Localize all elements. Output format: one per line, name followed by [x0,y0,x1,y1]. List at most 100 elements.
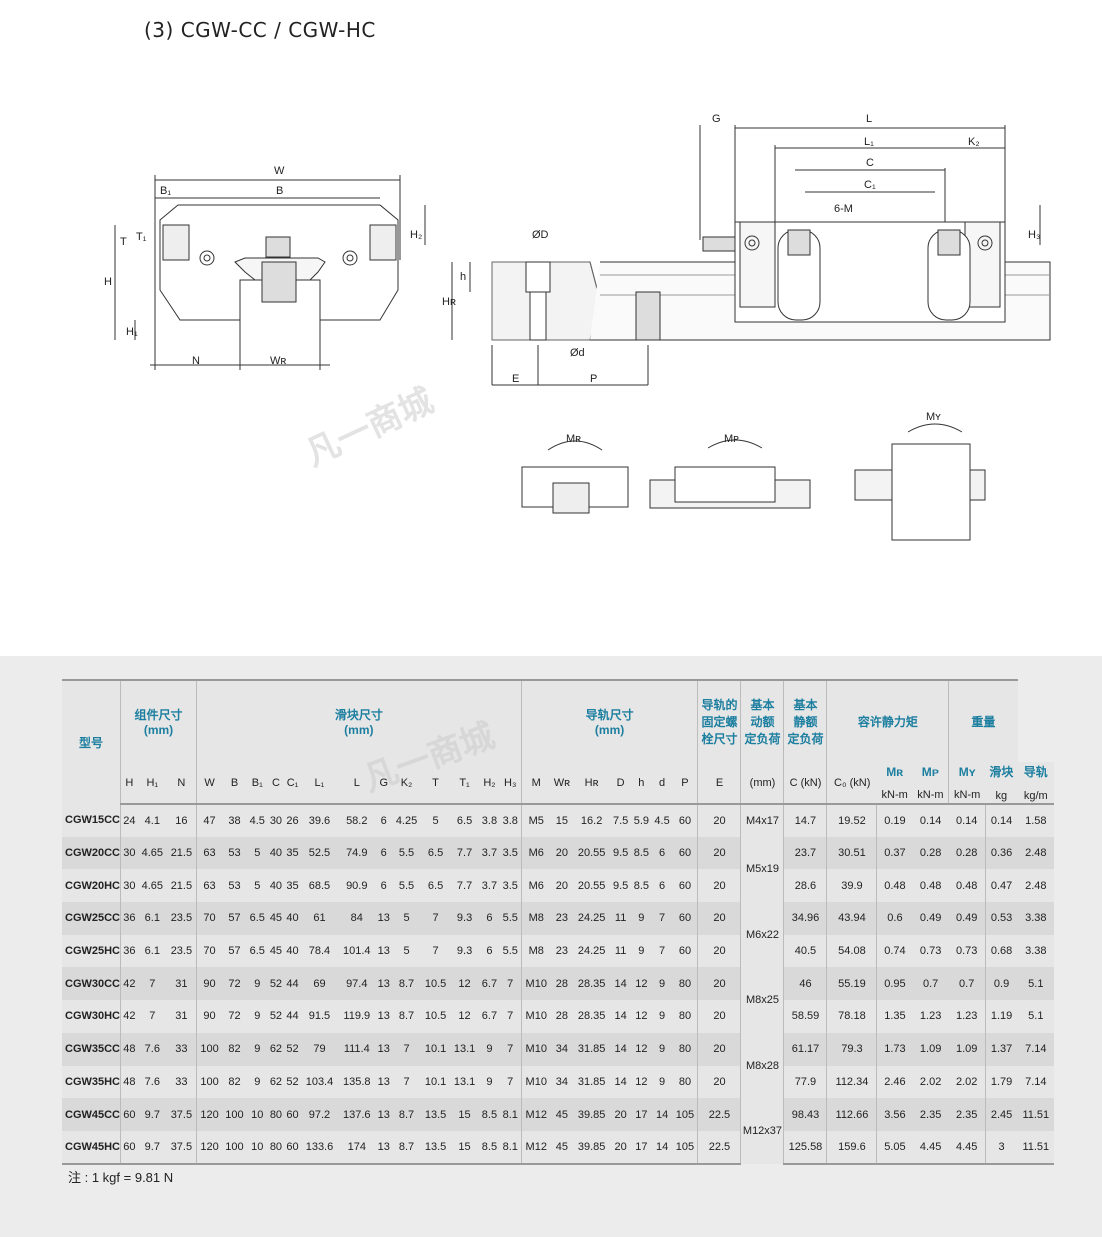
value-cell: 52 [284,1065,301,1099]
value-cell: 28.35 [572,1000,611,1033]
value-cell: 28 [550,1000,573,1033]
value-cell: 6.5 [246,934,268,968]
value-cell: 6 [375,869,393,903]
model-cell: CGW35HC [62,1065,121,1099]
value-cell: 54.08 [826,934,877,968]
value-cell: 17 [631,1130,652,1165]
value-cell: 7 [651,934,673,968]
value-cell: 35 [284,869,301,903]
value-cell: 4.45 [912,1130,949,1165]
value-cell: 9 [651,967,673,1001]
weight-header: 重量 [948,679,1018,762]
value-cell: 7 [392,1032,422,1066]
svg-text:N: N [192,355,200,367]
value-cell: 137.6 [338,1098,376,1131]
value-cell: 13 [375,967,393,1001]
value-cell: 23 [550,902,573,935]
value-cell: 6.7 [479,967,500,1001]
value-cell: 31 [166,1000,197,1033]
model-cell: CGW35CC [62,1032,121,1066]
static-load-header: 基本 静额 定负荷 [783,679,827,762]
value-cell: 16 [166,804,197,837]
value-cell: 52.5 [300,836,339,870]
value-cell: 5.5 [392,869,422,903]
value-cell: 69 [300,967,339,1001]
model-cell: CGW25HC [62,934,121,968]
value-cell: M8 [520,902,551,935]
value-cell: 0.48 [912,869,949,903]
value-cell: 2.35 [948,1098,986,1131]
value-cell: M6 [520,836,551,870]
column-header: G [375,762,393,805]
value-cell: 28 [550,967,573,1001]
value-cell: 21.5 [166,869,197,903]
value-cell: 20 [697,902,741,935]
value-cell: 1.73 [876,1032,913,1066]
value-cell: 7.5 [610,804,631,837]
column-header: Hʀ [572,762,611,805]
value-cell: 12 [631,1065,652,1099]
value-cell: 28.6 [783,869,827,903]
column-header: C [267,762,285,805]
value-cell: 28.35 [572,967,611,1001]
value-cell: 11.51 [1017,1130,1054,1165]
col-model-header: 型号 [62,679,121,804]
value-cell: 39.85 [572,1098,611,1131]
value-cell: 7 [499,1065,522,1099]
value-cell: 91.5 [300,1000,339,1033]
svg-text:6-M: 6-M [834,203,853,215]
value-cell: 30 [267,804,285,837]
side-view [699,125,1041,323]
bolt-cell: M4x17 [740,804,784,837]
value-cell: 0.47 [984,869,1018,903]
value-cell: 8.7 [392,1000,422,1033]
value-cell: 53 [222,869,247,903]
svg-text:H₂: H₂ [410,229,422,241]
value-cell: 78.18 [826,1000,877,1033]
value-cell: 13 [375,1032,393,1066]
value-cell: 7.7 [450,869,480,903]
column-header: W [196,762,223,805]
value-cell: 3.56 [876,1098,913,1131]
value-cell: 20 [610,1130,631,1165]
value-cell: 15 [450,1130,480,1165]
value-cell: 120 [196,1130,223,1165]
value-cell: 105 [672,1098,698,1131]
value-cell: M6 [520,869,551,903]
value-cell: 45 [550,1098,573,1131]
value-cell: 7.14 [1017,1032,1054,1066]
value-cell: 8.1 [499,1130,522,1165]
value-cell: 13 [375,902,393,935]
value-cell: 13 [375,1130,393,1165]
value-cell: M12 [520,1130,551,1165]
value-cell: 6.1 [137,902,167,935]
model-cell: CGW15CC [62,804,121,837]
value-cell: 43.94 [826,902,877,935]
value-cell: 20 [697,934,741,968]
value-cell: 52 [267,967,285,1001]
value-cell: 10.5 [421,1000,451,1033]
value-cell: 30.51 [826,836,877,870]
model-cell: CGW30HC [62,1000,121,1033]
value-cell: 80 [267,1130,285,1165]
value-cell: 4.5 [651,804,673,837]
value-cell: 4.25 [392,804,422,837]
model-cell: CGW45HC [62,1130,121,1165]
model-cell: CGW20CC [62,836,121,870]
value-cell: 1.37 [984,1032,1018,1066]
value-cell: 13.1 [450,1065,480,1099]
value-cell: 34.96 [783,902,827,935]
value-cell: 61.17 [783,1032,827,1066]
value-cell: 8.5 [631,869,652,903]
value-cell: 42 [120,1000,138,1033]
value-cell: 13 [375,1098,393,1131]
value-cell: 40 [284,902,301,935]
value-cell: 3.7 [479,869,500,903]
value-cell: 6 [651,869,673,903]
column-header: T₁ [450,762,480,805]
